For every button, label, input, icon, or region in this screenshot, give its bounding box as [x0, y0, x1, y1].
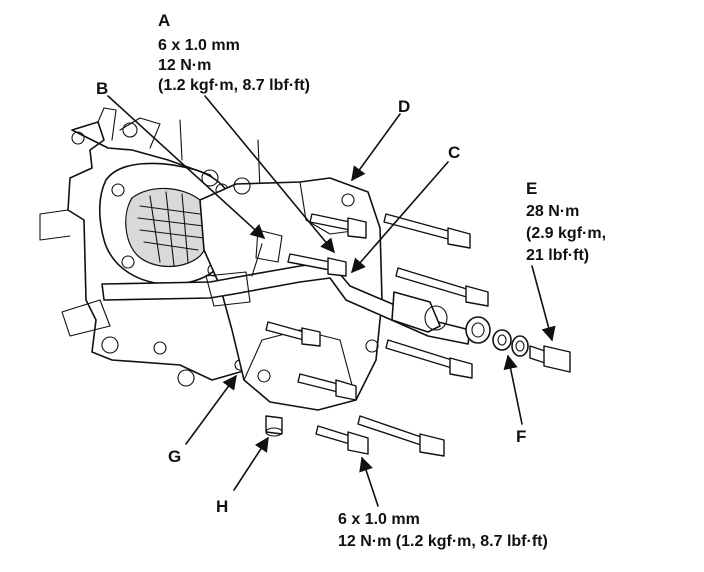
callout-C-letter: C [448, 143, 460, 162]
long-bolt-middle [395, 267, 489, 307]
callout-H-letter: H [216, 497, 228, 516]
short-bolt-center [297, 373, 357, 401]
callout-G-letter: G [168, 447, 181, 466]
callout-D-letter: D [398, 97, 410, 116]
long-bolt-bottom [357, 415, 445, 457]
callout-A-spec-line2: 12 N·m [158, 57, 211, 74]
banjo-bolt-E [529, 345, 571, 373]
leader-lines [107, 95, 556, 507]
callout-B-letter: B [96, 79, 108, 98]
short-bolt-A [287, 253, 347, 277]
callout-F-letter: F [516, 427, 526, 446]
short-bolt-D [309, 213, 367, 239]
callout-labels: A 6 x 1.0 mm 12 N·m (1.2 kgf·m, 8.7 lbf·… [96, 11, 606, 550]
bottom-spec-line1: 6 x 1.0 mm [338, 511, 420, 528]
shift-linkage [101, 229, 471, 345]
callout-E-spec-line1: 28 N·m [526, 203, 579, 220]
short-bolt-left [265, 321, 321, 347]
callout-E-letter: E [526, 179, 537, 198]
bolt-set [265, 213, 571, 457]
side-cover [199, 169, 383, 411]
long-bolt-lower [385, 339, 473, 379]
short-bolt-bottom [315, 425, 369, 455]
callout-A-spec-line3: (1.2 kgf·m, 8.7 lbf·ft) [158, 77, 310, 94]
dowel-pin-H [265, 415, 283, 437]
callout-E-spec-line2: (2.9 kgf·m, [526, 225, 606, 242]
banjo-fitting [391, 291, 491, 344]
bottom-spec-line2: 12 N·m (1.2 kgf·m, 8.7 lbf·ft) [338, 533, 548, 550]
callout-A-letter: A [158, 11, 170, 30]
long-bolt-upper [383, 213, 471, 249]
callout-A-spec-line1: 6 x 1.0 mm [158, 37, 240, 54]
sealing-washer-F [492, 329, 529, 357]
callout-E-spec-line3: 21 lbf·ft) [526, 247, 589, 264]
gear-housing [98, 162, 237, 285]
